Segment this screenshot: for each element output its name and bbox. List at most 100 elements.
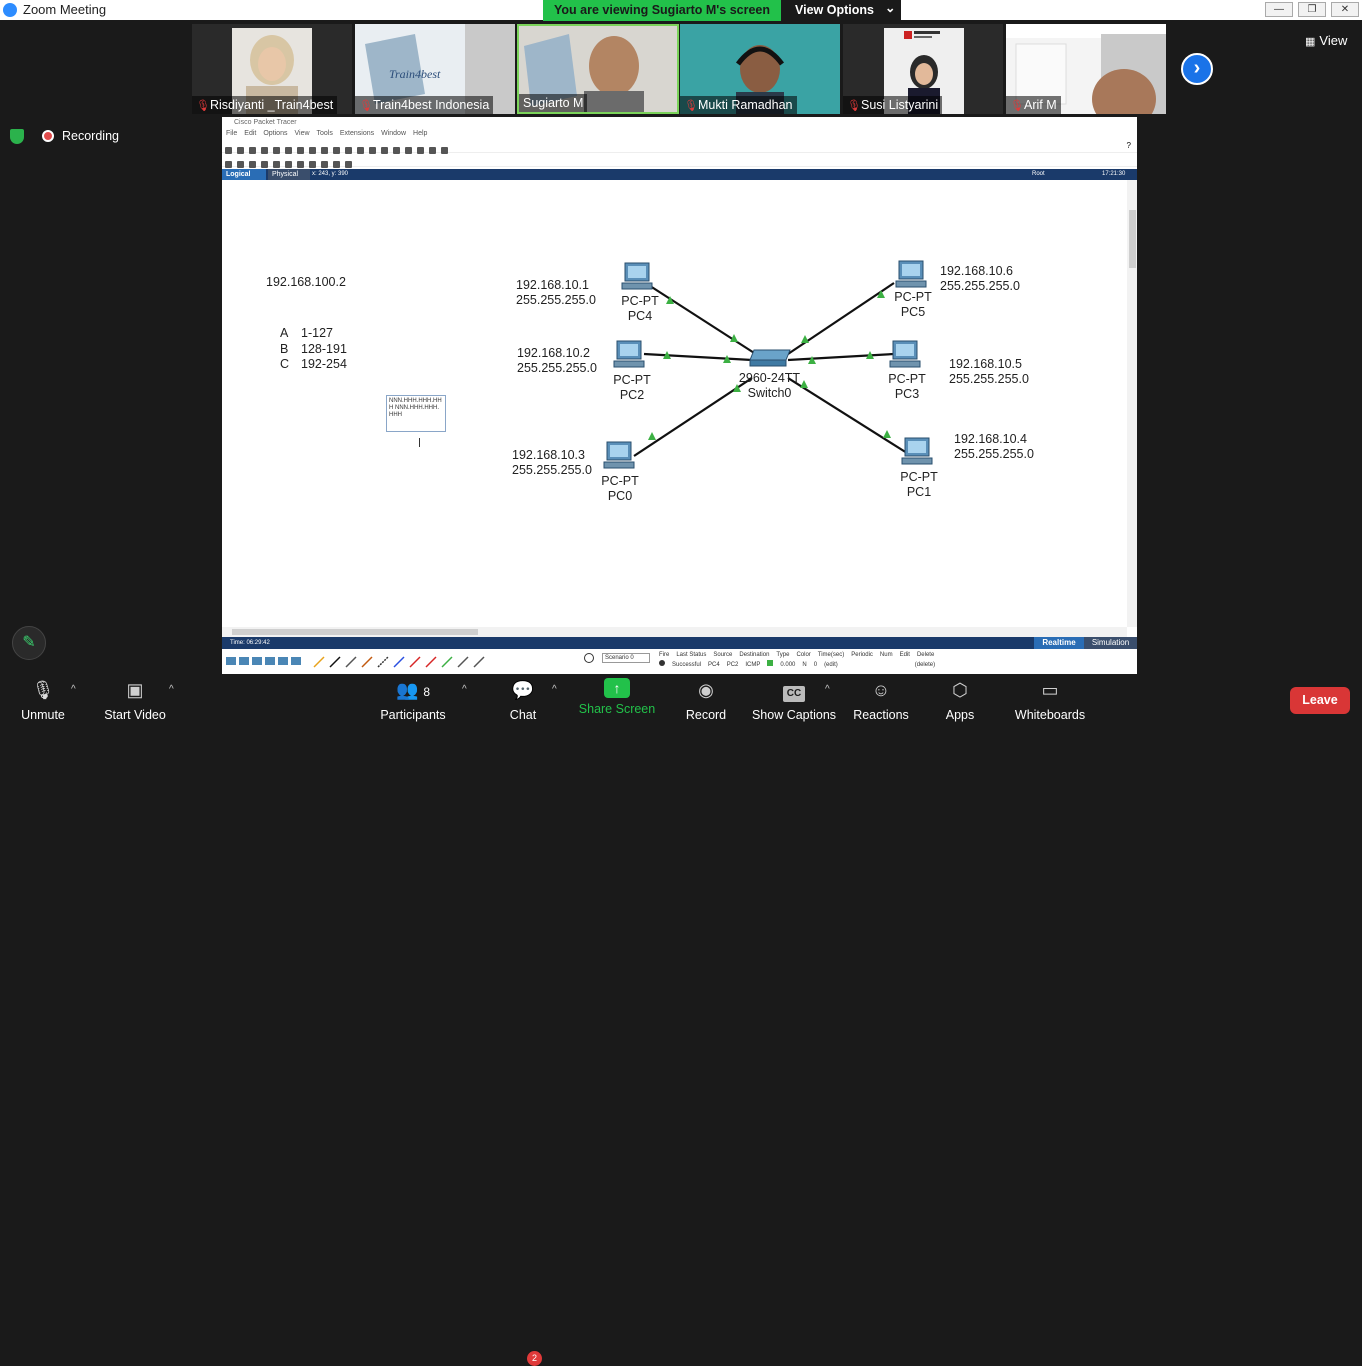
note-icon[interactable] <box>273 161 280 168</box>
maximize-button[interactable]: ❐ <box>1298 2 1326 17</box>
pdu-simple-icon[interactable] <box>333 161 340 168</box>
delete-link[interactable]: (delete) <box>914 662 936 668</box>
switch-category-icon[interactable] <box>239 657 249 665</box>
menu-edit[interactable]: Edit <box>244 130 257 137</box>
video-tile-3[interactable]: Sugiarto M <box>517 24 679 114</box>
whiteboards-button[interactable]: ▭Whiteboards <box>1012 678 1088 722</box>
print-icon[interactable] <box>273 147 280 154</box>
note-textbox[interactable]: NNN.HHH.HHH.HHH NNN.HHH.HHH.HHH <box>386 395 446 432</box>
view-button[interactable]: ▦View <box>1305 33 1347 48</box>
delete-icon[interactable] <box>249 161 256 168</box>
menu-extensions[interactable]: Extensions <box>339 130 375 137</box>
pt-help-icon[interactable]: ? <box>1126 141 1131 150</box>
router-category-icon[interactable] <box>226 657 236 665</box>
video-options-chevron-icon[interactable]: ^ <box>169 684 174 695</box>
chat-button[interactable]: 💬Chat <box>503 678 543 722</box>
tab-logical[interactable]: Logical <box>222 169 266 180</box>
video-tile-4[interactable]: 🎙Mukti Ramadhan <box>680 24 840 114</box>
line-icon[interactable] <box>285 161 292 168</box>
new-icon[interactable] <box>225 147 232 154</box>
unmute-button[interactable]: 🎙Unmute <box>18 678 68 722</box>
menu-help[interactable]: Help <box>413 130 428 137</box>
reactions-button[interactable]: ☺Reactions <box>852 678 910 722</box>
video-tile-6[interactable]: 🎙Arif M <box>1006 24 1166 114</box>
leave-button[interactable]: Leave <box>1290 687 1350 714</box>
share-screen-button[interactable]: ↑Share Screen <box>578 678 656 716</box>
menu-tools[interactable]: Tools <box>316 130 333 137</box>
select-icon[interactable] <box>225 161 232 168</box>
copy-icon[interactable] <box>309 147 316 154</box>
realtime-tab[interactable]: Realtime <box>1034 637 1084 649</box>
pc0-icon[interactable] <box>603 441 635 469</box>
scroll-thumb[interactable] <box>232 629 478 635</box>
end-devices-category-icon[interactable] <box>291 657 301 665</box>
apps-button[interactable]: ⬡Apps <box>940 678 980 722</box>
pc2-icon[interactable] <box>613 340 645 368</box>
palette-icon[interactable] <box>405 147 412 154</box>
activity-icon[interactable] <box>285 147 292 154</box>
scenario-select[interactable]: Scenario 0 <box>602 653 650 663</box>
menu-view[interactable]: View <box>294 130 310 137</box>
redo-icon[interactable] <box>345 147 352 154</box>
menu-file[interactable]: File <box>226 130 238 137</box>
hub-category-icon[interactable] <box>252 657 262 665</box>
menu-options[interactable]: Options <box>263 130 288 137</box>
fire-icon[interactable] <box>584 653 594 663</box>
wireless-category-icon[interactable] <box>265 657 275 665</box>
captions-chevron-icon[interactable]: ^ <box>825 684 830 695</box>
save-as-icon[interactable] <box>261 147 268 154</box>
ellipse-icon[interactable] <box>309 161 316 168</box>
undo-icon[interactable] <box>333 147 340 154</box>
zoom-in-icon[interactable] <box>357 147 364 154</box>
chat-chevron-icon[interactable]: ^ <box>552 684 557 695</box>
save-icon[interactable] <box>249 147 256 154</box>
simulation-tab[interactable]: Simulation <box>1084 637 1137 649</box>
pc4-icon[interactable] <box>621 262 653 290</box>
record-button[interactable]: ◉Record <box>684 678 728 722</box>
close-button[interactable]: ✕ <box>1331 2 1359 17</box>
video-tile-5[interactable]: 🎙Susi Listyarini <box>843 24 1003 114</box>
next-page-button[interactable]: › <box>1181 53 1213 85</box>
image-icon[interactable] <box>441 147 448 154</box>
video-tile-1[interactable]: 🎙Risdiyanti _Train4best <box>192 24 352 114</box>
participants-chevron-icon[interactable]: ^ <box>462 684 467 695</box>
view-options-button[interactable]: View Options⌄ <box>781 0 901 21</box>
device-icon[interactable] <box>417 147 424 154</box>
zoom-reset-icon[interactable] <box>369 147 376 154</box>
video-tile-2[interactable]: Train4best 🎙Train4best Indonesia <box>355 24 515 114</box>
minimize-button[interactable]: — <box>1265 2 1293 17</box>
pc5-icon[interactable] <box>895 260 927 288</box>
audio-options-chevron-icon[interactable]: ^ <box>71 684 76 695</box>
edit-link[interactable]: (edit) <box>824 662 838 668</box>
zoom-out-icon[interactable] <box>381 147 388 154</box>
annotate-pencil-icon[interactable]: ✎ <box>12 626 46 660</box>
pc3-icon[interactable] <box>889 340 921 368</box>
search-icon[interactable] <box>237 161 244 168</box>
paste-icon[interactable] <box>321 147 328 154</box>
wizard-icon[interactable] <box>297 147 304 154</box>
draw-rect-icon[interactable] <box>393 147 400 154</box>
horizontal-scrollbar[interactable] <box>222 627 1127 637</box>
vertical-scrollbar[interactable] <box>1127 180 1137 627</box>
switch-icon[interactable] <box>749 349 791 367</box>
rect-icon[interactable] <box>297 161 304 168</box>
pdu-complex-icon[interactable] <box>345 161 352 168</box>
inspect-icon[interactable] <box>261 161 268 168</box>
freeform-icon[interactable] <box>321 161 328 168</box>
server-icon[interactable] <box>429 147 436 154</box>
open-icon[interactable] <box>237 147 244 154</box>
connections-category-icon[interactable] <box>278 657 288 665</box>
pc1-icon[interactable] <box>901 437 933 465</box>
